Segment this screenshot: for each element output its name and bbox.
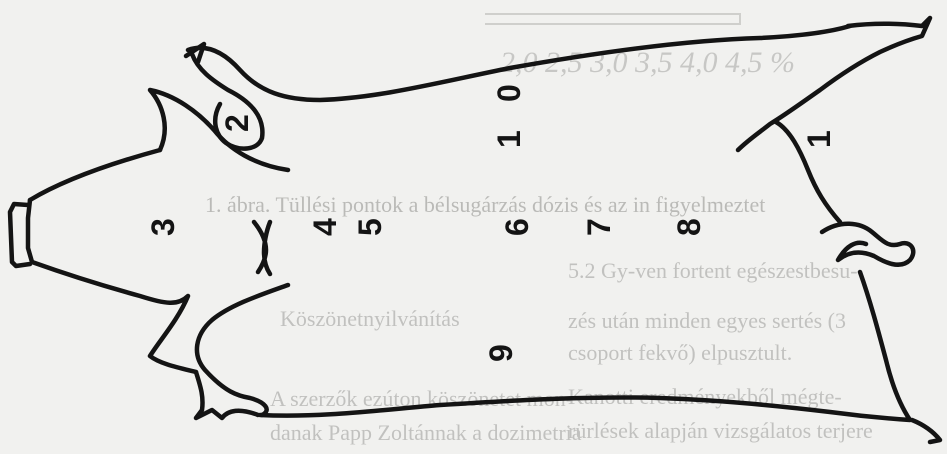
bg-caption: 1. ábra. Tüllési pontok a bélsugárzás dó… [205, 192, 765, 217]
point-label-9: 9 [483, 344, 519, 362]
point-label-6: 6 [499, 218, 535, 236]
background-bleed-through: 2,0 2,5 3,0 3,5 4,0 4,5 % 1. ábra. Tüllé… [205, 14, 873, 445]
neck-mark [254, 222, 270, 274]
bg-line-1: 5.2 Gy-ven fortent egészestbesu- [568, 258, 858, 283]
snout-outline [10, 200, 32, 266]
head-lower-edge [32, 262, 196, 372]
point-label-8: 8 [671, 218, 707, 236]
bg-line-3: csoport fekvő) elpusztult. [568, 340, 792, 365]
point-label-1: 1 [491, 130, 527, 148]
bg-right-line-1: Köszönetnyilvánítás [280, 306, 460, 331]
point-label-7: 7 [581, 218, 617, 236]
bg-line-5: rürlések alapján vizsgálatos terjere [568, 418, 873, 443]
head-upper-edge [30, 150, 160, 200]
bg-line-2: zés után minden egyes sertés (3 [568, 308, 846, 333]
front-foot-lower [196, 372, 258, 418]
point-label-1-hind: 1 [801, 130, 837, 148]
point-label-2: 2 [219, 114, 255, 132]
hind-leg-lower [912, 420, 940, 442]
point-label-4: 4 [307, 218, 343, 236]
point-label-3: 3 [145, 218, 181, 236]
point-label-5: 5 [352, 218, 388, 236]
bg-right-line-3: danak Papp Zoltánnak a dozimetria [270, 420, 582, 445]
point-label-0: 0 [491, 84, 527, 102]
bg-rule [485, 14, 740, 24]
